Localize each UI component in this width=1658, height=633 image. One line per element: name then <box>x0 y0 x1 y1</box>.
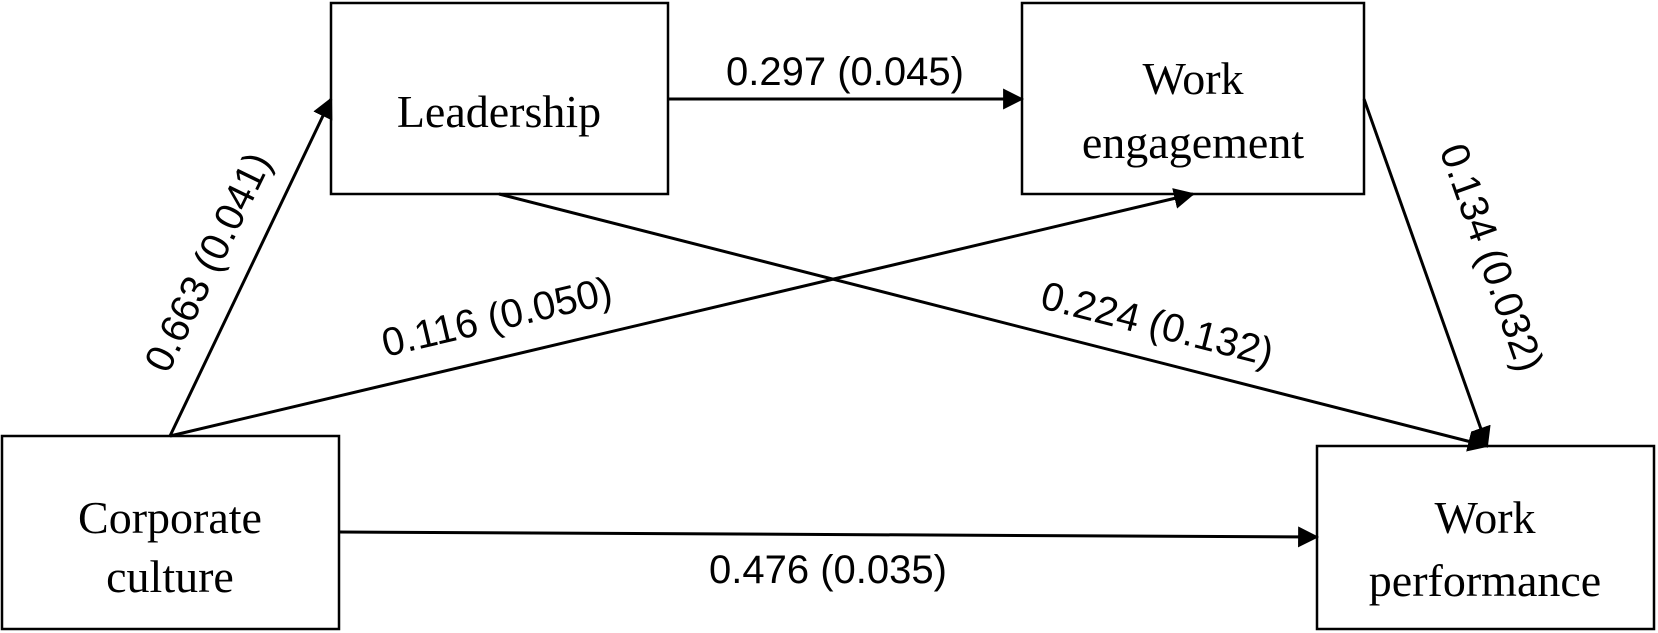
arrow-culture-to-leadership <box>168 97 333 437</box>
leadership-label: Leadership <box>397 86 601 137</box>
work-performance-label-line1: Work <box>1434 492 1535 543</box>
work-engagement-label-line1: Work <box>1142 53 1243 104</box>
corporate-culture-label-line2: culture <box>106 551 234 602</box>
arrow-leadership-to-performance <box>498 192 1490 452</box>
arrow-culture-to-engagement <box>169 188 1196 438</box>
coef-leadership-to-performance: 0.224 (0.132) <box>1036 274 1277 375</box>
arrow-culture-to-performance <box>338 526 1320 548</box>
leadership-box <box>329 1 670 196</box>
work-performance-label-line2: performance <box>1369 555 1601 606</box>
work-engagement-box <box>1020 1 1366 196</box>
work-performance-box <box>1315 444 1656 631</box>
coef-culture-to-leadership: 0.663 (0.041) <box>136 146 280 379</box>
coef-leadership-to-engagement: 0.297 (0.045) <box>726 50 964 94</box>
corporate-culture-label-line1: Corporate <box>78 492 262 543</box>
arrow-engagement-to-performance <box>1362 98 1491 448</box>
coef-culture-to-performance: 0.476 (0.035) <box>709 548 947 592</box>
coef-culture-to-engagement: 0.116 (0.050) <box>378 269 617 366</box>
work-engagement-label-line2: engagement <box>1082 117 1304 168</box>
